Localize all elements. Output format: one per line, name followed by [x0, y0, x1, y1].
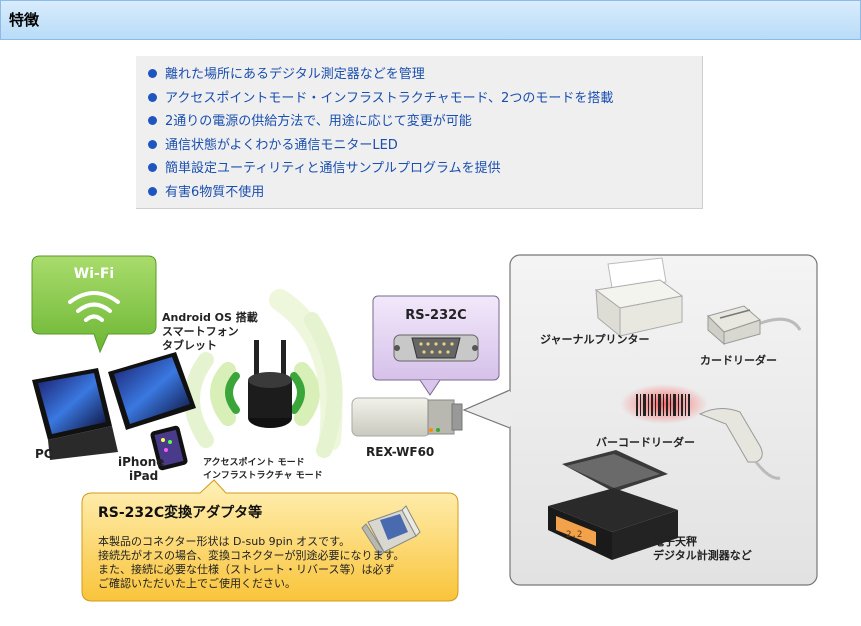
wifi-signal-icon	[68, 291, 120, 322]
android-label-1: Android OS 搭載	[162, 310, 258, 324]
tablet-icon	[108, 352, 196, 430]
dsub-connector-icon	[393, 334, 479, 362]
electronic-scale-icon: 2.2	[548, 450, 678, 560]
feature-list-box: 離れた場所にあるデジタル測定器などを管理 アクセスポイントモード・インフラストラ…	[136, 56, 703, 209]
scale-label-1: 電子天秤	[653, 534, 697, 548]
iphone-label: iPhone	[118, 455, 164, 469]
radio-wave-icon	[184, 289, 343, 458]
feature-item: 有害6物質不使用	[148, 181, 702, 205]
barcode-reader-icon	[620, 384, 781, 480]
adapter-callout: RS-232C変換アダプタ等 本製品のコネクター形状は D-sub 9pin オ…	[82, 493, 458, 601]
gender-changer-adapter-icon	[361, 505, 421, 557]
adapter-text-line: また、接続に必要な仕様（ストレート・リバース等）は必ず	[98, 563, 395, 576]
scale-label-2: デジタル計測器など	[653, 548, 752, 562]
barcode-label: バーコードリーダー	[596, 435, 695, 449]
laptop-icon	[32, 368, 118, 460]
mode-label-2: インフラストラクチャ モード	[203, 470, 323, 481]
receipt-printer-icon	[594, 257, 684, 338]
bullet-icon	[148, 139, 157, 149]
bullet-icon	[148, 163, 157, 172]
adapter-callout-shape	[81, 479, 459, 602]
wifi-label: Wi-Fi	[74, 266, 114, 282]
adapter-text-line: ご確認いただいた上でご使用ください。	[98, 577, 296, 590]
section-title: 特徴	[9, 11, 40, 29]
pc-label: PC	[35, 447, 53, 461]
card-reader-icon	[707, 305, 802, 346]
feature-item: 離れた場所にあるデジタル測定器などを管理	[148, 63, 702, 87]
rs232c-bubble: RS-232C	[372, 295, 500, 396]
bullet-icon	[148, 116, 157, 125]
bullet-icon	[148, 92, 157, 102]
feature-item: 通信状態がよくわかる通信モニターLED	[148, 134, 702, 158]
mode-label-1: アクセスポイント モード	[203, 456, 305, 468]
bullet-icon	[148, 186, 157, 196]
feature-list: 離れた場所にあるデジタル測定器などを管理 アクセスポイントモード・インフラストラ…	[136, 56, 702, 204]
bullet-icon	[148, 69, 157, 78]
feature-item: アクセスポイントモード・インフラストラクチャモード、2つのモードを搭載	[148, 87, 702, 111]
feature-item: 簡単設定ユーティリティと通信サンプルプログラムを提供	[148, 157, 702, 181]
rs232c-label: RS-232C	[405, 308, 466, 323]
android-label-2: スマートフォン	[162, 325, 239, 338]
wifi-bubble: Wi-Fi	[31, 255, 157, 354]
android-label-3: タブレット	[162, 338, 217, 352]
scale-display-value: 2.2	[566, 530, 582, 540]
router-icon	[248, 340, 292, 428]
section-header: 特徴	[0, 0, 861, 40]
adapter-text-line: 本製品のコネクター形状は D-sub 9pin オスです。	[98, 535, 351, 548]
device-label: REX-WF60	[366, 445, 434, 459]
adapter-body: 本製品のコネクター形状は D-sub 9pin オスです。 接続先がオスの場合、…	[98, 535, 404, 591]
smartphone-icon	[150, 425, 188, 471]
ipad-label: iPad	[129, 469, 158, 483]
feature-item: 2通りの電源の供給方法で、用途に応じて変更が可能	[148, 110, 702, 134]
adapter-text-line: 接続先がオスの場合、変換コネクターが別途必要になります。	[98, 549, 405, 562]
printer-label: ジャーナルプリンター	[540, 332, 649, 346]
card-reader-label: カードリーダー	[700, 353, 777, 367]
rex-wf60-device-icon	[351, 397, 463, 437]
adapter-title: RS-232C変換アダプタ等	[98, 505, 263, 521]
